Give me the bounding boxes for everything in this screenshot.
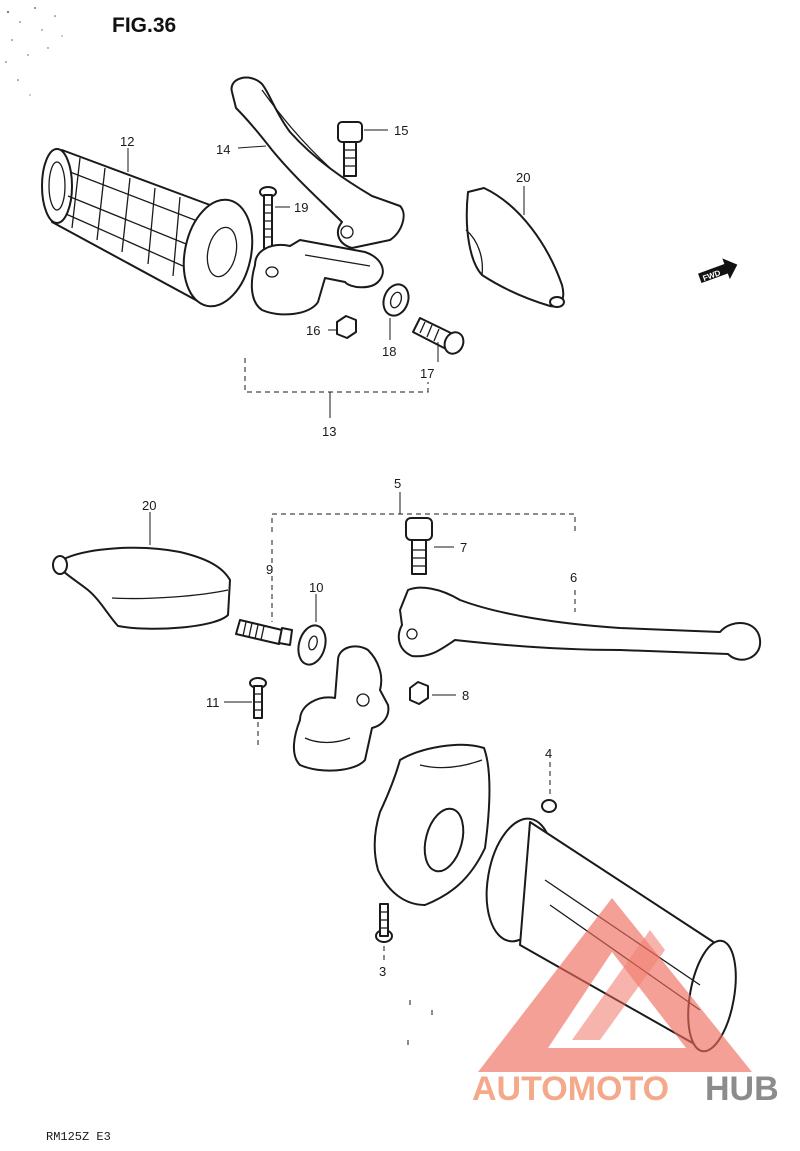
callout-13: 13	[322, 424, 336, 439]
callout-4: 4	[545, 746, 552, 761]
lower-leader-lines	[149, 512, 551, 1046]
part-3-screw	[375, 903, 393, 943]
figure-title: FIG.36	[112, 14, 176, 37]
part-20-lever-cover-lower	[52, 546, 231, 630]
callout-5: 5	[394, 476, 401, 491]
callout-19: 19	[294, 200, 308, 215]
part-8-nut	[409, 681, 429, 705]
part-7-pivot-bolt	[405, 517, 433, 575]
part-20-lever-cover-upper	[465, 187, 565, 308]
callout-9: 9	[266, 562, 273, 577]
part-18-adjuster-nut	[382, 283, 410, 317]
part-14-clutch-lever	[230, 76, 405, 249]
watermark-text-hub: HUB	[705, 1070, 779, 1108]
callout-7: 7	[460, 540, 467, 555]
watermark-triangle-icon	[478, 898, 752, 1072]
callout-18: 18	[382, 344, 396, 359]
watermark-text-automoto: AUTOMOTO	[472, 1070, 669, 1108]
callout-15: 15	[394, 123, 408, 138]
callout-20-upper: 20	[516, 170, 530, 185]
throttle-housing	[373, 743, 491, 906]
lower-lever-bracket	[293, 645, 390, 772]
callout-8: 8	[462, 688, 469, 703]
part-17-adjuster-bolt	[412, 317, 465, 355]
scan-noise	[5, 7, 63, 96]
callout-11: 11	[206, 695, 220, 710]
part-4-fitting	[541, 799, 557, 813]
part-12-grip	[41, 148, 254, 308]
callout-17: 17	[420, 366, 434, 381]
callout-12: 12	[120, 134, 134, 149]
lever-bracket	[250, 239, 384, 316]
part-6-brake-lever	[397, 586, 762, 661]
callout-14: 14	[216, 142, 230, 157]
fwd-arrow-badge: FWD	[698, 258, 738, 284]
watermark-logo	[478, 898, 752, 1072]
part-9-bolt	[235, 619, 293, 646]
callout-6: 6	[570, 570, 577, 585]
callout-3: 3	[379, 964, 386, 979]
model-code: RM125Z E3	[46, 1130, 111, 1144]
upper-leader-lines	[127, 129, 525, 418]
part-10-washer	[297, 624, 327, 666]
part-15-pivot-bolt	[337, 121, 363, 177]
callout-10: 10	[309, 580, 323, 595]
fwd-label: FWD	[702, 268, 722, 283]
callout-20-lower: 20	[142, 498, 156, 513]
callout-16: 16	[306, 323, 320, 338]
lower-group-bracket	[271, 492, 576, 622]
part-19-screw	[259, 186, 277, 252]
part-16-nut	[336, 315, 357, 339]
part-11-screw	[249, 677, 267, 719]
